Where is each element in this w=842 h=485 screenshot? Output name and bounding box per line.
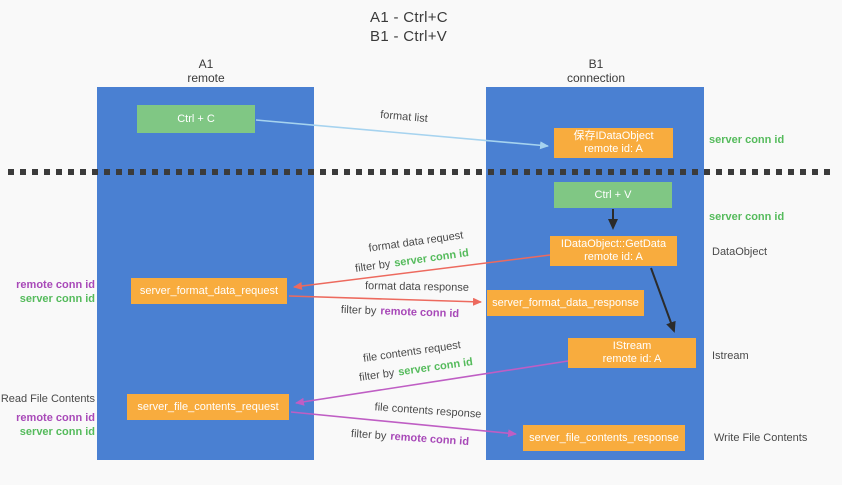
node-server-format-data-response: server_format_data_response — [487, 290, 644, 316]
node-getdata-line2: remote id: A — [584, 251, 643, 263]
right-label-server-conn-id-1: server conn id — [709, 134, 785, 146]
node-format-response-label: server_format_data_response — [492, 296, 639, 309]
node-ctrl-c-label: Ctrl + C — [177, 112, 215, 125]
arrow-format-data-request — [293, 254, 551, 290]
filter-by-text: filter by — [350, 427, 387, 443]
right-label-dataobject: DataObject — [712, 246, 768, 258]
column-header-a1: A1 remote — [187, 57, 224, 85]
arrow-getdata-to-istream — [650, 267, 676, 333]
node-server-format-data-request: server_format_data_request — [131, 278, 287, 304]
node-istream-line1: IStream — [612, 340, 652, 352]
node-ctrl-v: Ctrl + V — [554, 182, 672, 208]
node-idataobject-getdata: IDataObject::GetData remote id: A — [550, 236, 677, 266]
title-line-2: B1 - Ctrl+V — [370, 28, 448, 45]
left-label-read-file-contents: Read File Contents — [0, 393, 95, 405]
left-label-remote-conn-id-2: remote conn id — [16, 412, 95, 424]
filter-by-text: filter by — [340, 303, 377, 318]
column-a1-name: A1 — [198, 57, 214, 71]
column-a1-subtitle: remote — [187, 71, 225, 85]
session-separator-dotted-line — [8, 169, 832, 175]
column-header-b1: B1 connection — [567, 57, 625, 85]
title-line-1: A1 - Ctrl+C — [370, 9, 448, 26]
edge-label-format-data-response: format data response — [364, 280, 470, 294]
node-ctrl-c: Ctrl + C — [137, 105, 255, 133]
right-label-server-conn-id-2: server conn id — [709, 211, 785, 223]
node-ctrl-v-label: Ctrl + V — [594, 188, 632, 201]
left-label-server-conn-id-1: server conn id — [19, 293, 95, 305]
arrow-format-data-response — [288, 295, 482, 306]
arrow-format-list — [255, 119, 549, 150]
node-istream: IStream remote id: A — [568, 338, 696, 368]
right-label-write-file-contents: Write File Contents — [714, 432, 808, 444]
node-getdata-line1: IDataObject::GetData — [560, 238, 667, 250]
node-file-request-label: server_file_contents_request — [137, 400, 279, 413]
node-save-idataobject-line2: remote id: A — [584, 143, 643, 155]
node-server-file-contents-response: server_file_contents_response — [523, 425, 685, 451]
diagram-title: A1 - Ctrl+C B1 - Ctrl+V — [370, 8, 448, 46]
column-b1-subtitle: connection — [566, 71, 626, 85]
node-server-file-contents-request: server_file_contents_request — [127, 394, 289, 420]
left-label-remote-conn-id-1: remote conn id — [16, 279, 95, 291]
node-save-idataobject: 保存IDataObject remote id: A — [554, 128, 673, 158]
arrow-file-contents-request — [295, 360, 569, 406]
node-save-idataobject-line1: 保存IDataObject — [573, 130, 654, 142]
node-istream-line2: remote id: A — [602, 353, 662, 365]
node-format-request-label: server_format_data_request — [139, 284, 279, 297]
left-label-server-conn-id-2: server conn id — [19, 426, 95, 438]
node-file-response-label: server_file_contents_response — [529, 431, 679, 444]
right-label-istream: Istream — [712, 350, 749, 362]
arrow-file-contents-response — [290, 411, 517, 438]
column-b1-name: B1 — [588, 57, 604, 71]
